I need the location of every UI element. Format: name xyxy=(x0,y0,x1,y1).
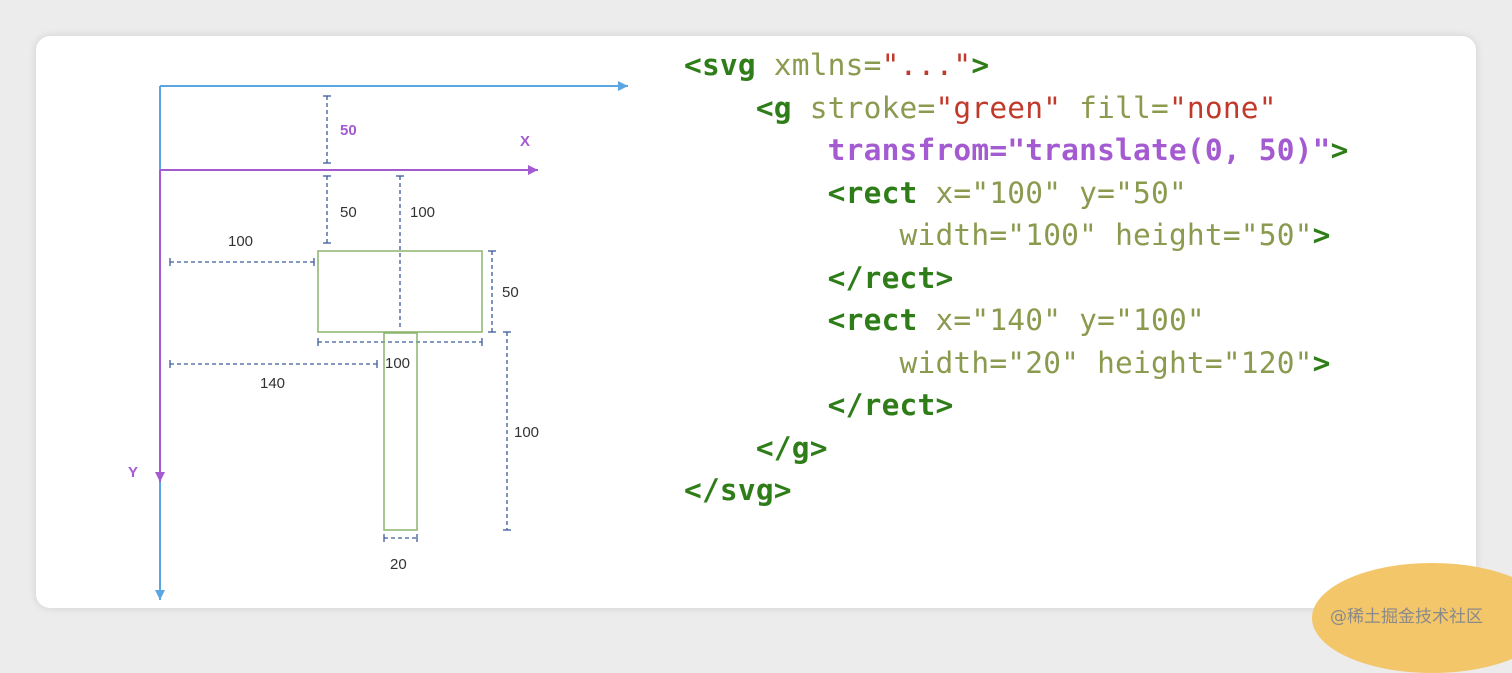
code-token: "100" xyxy=(971,175,1062,210)
svg-code-block: <svg xmlns="..."> <g stroke="green" fill… xyxy=(684,44,1349,512)
code-line: </g> xyxy=(684,427,1349,470)
rect2-left-dimension xyxy=(169,360,378,368)
code-token: "..." xyxy=(881,48,972,82)
code-token: > xyxy=(1312,218,1331,252)
rect1-height-dimension xyxy=(488,250,496,333)
center-height-dimension xyxy=(396,175,404,330)
code-token: xmlns= xyxy=(755,48,882,82)
code-token: transfrom="translate(0, 50)" xyxy=(684,133,1331,167)
code-token: "100" xyxy=(1007,218,1098,252)
code-token: </g> xyxy=(684,430,828,465)
code-token: "120" xyxy=(1222,345,1313,380)
code-line: <svg xmlns="..."> xyxy=(684,44,1349,87)
code-token: y= xyxy=(1061,175,1116,210)
code-line: </rect> xyxy=(684,384,1349,427)
code-token: <rect xyxy=(684,175,918,210)
code-token: y= xyxy=(1061,303,1116,337)
code-token: stroke= xyxy=(791,90,936,125)
offset-label: 50 xyxy=(340,122,357,139)
code-token: "140" xyxy=(971,303,1062,337)
code-token: x= xyxy=(917,175,972,210)
code-token: <svg xyxy=(684,48,756,82)
rect1-width-label: 100 xyxy=(385,355,410,372)
rect2-left-label: 140 xyxy=(260,375,285,392)
code-token: <rect xyxy=(684,303,918,337)
code-token: </rect> xyxy=(684,388,954,422)
center-height-label: 100 xyxy=(410,204,435,221)
code-token: height= xyxy=(1097,218,1241,252)
code-token: "50" xyxy=(1240,218,1313,252)
coordinate-diagram: X Y 50 50 100 100 50 100 xyxy=(128,81,628,600)
code-token: width= xyxy=(684,345,1008,380)
rect-1 xyxy=(317,250,483,333)
code-line: </rect> xyxy=(684,257,1349,300)
code-token: "none" xyxy=(1168,90,1277,125)
code-line: width="100" height="50"> xyxy=(684,214,1349,257)
rect1-height-label: 50 xyxy=(502,284,519,301)
code-token: > xyxy=(1330,133,1349,167)
rect2-width-label: 20 xyxy=(390,556,407,573)
code-line: transfrom="translate(0, 50)"> xyxy=(684,129,1349,172)
code-token: <g xyxy=(684,90,792,125)
rect2-width-dimension xyxy=(383,534,418,542)
code-token: > xyxy=(971,48,990,82)
code-token: fill= xyxy=(1061,90,1169,125)
figure-card xyxy=(36,36,1476,608)
code-token: width= xyxy=(684,218,1008,252)
code-token: </svg> xyxy=(684,473,792,507)
rect2-height-dimension xyxy=(503,331,511,531)
top-gap-label: 50 xyxy=(340,204,357,221)
code-token: > xyxy=(1312,345,1331,380)
code-line: <rect x="140" y="100" xyxy=(684,299,1349,342)
x-axis-label: X xyxy=(520,133,530,150)
code-line: <rect x="100" y="50" xyxy=(684,172,1349,215)
code-token: x= xyxy=(917,303,972,337)
code-token: height= xyxy=(1079,345,1223,380)
rect1-width-dimension xyxy=(317,338,483,346)
code-token: "50" xyxy=(1115,175,1187,210)
top-gap-dimension xyxy=(323,175,331,244)
rect-2 xyxy=(383,332,418,531)
code-token: "100" xyxy=(1115,303,1205,337)
rect1-left-dimension xyxy=(169,258,315,266)
y-axis-label: Y xyxy=(128,464,138,481)
rect1-left-label: 100 xyxy=(228,233,253,250)
code-line: <g stroke="green" fill="none" xyxy=(684,87,1349,130)
watermark: @稀土掘金技术社区 xyxy=(1330,607,1483,627)
code-line: </svg> xyxy=(684,469,1349,512)
code-token: "20" xyxy=(1007,345,1080,380)
offset-dimension xyxy=(323,95,331,164)
code-line: width="20" height="120"> xyxy=(684,342,1349,385)
code-token: </rect> xyxy=(684,260,954,295)
rect2-height-label: 100 xyxy=(514,424,539,441)
code-token: "green" xyxy=(935,90,1062,125)
